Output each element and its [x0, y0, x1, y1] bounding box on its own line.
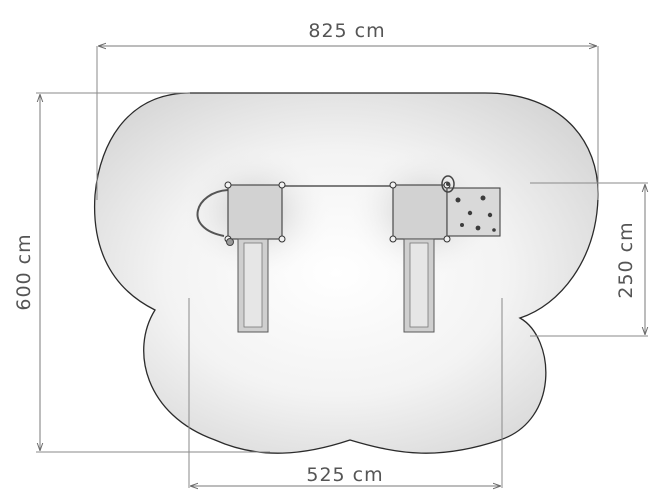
climbing-hold: [480, 195, 486, 201]
left-tower-post: [278, 181, 286, 189]
left-tower-post: [224, 181, 232, 189]
climbing-hold: [455, 197, 461, 203]
safety-zone-outline: [93, 92, 599, 454]
left-tower-handle: [226, 238, 234, 246]
overall-depth-label: 600 cm: [13, 233, 35, 310]
equipment-depth-label: 250 cm: [615, 221, 637, 298]
left-slide-bed: [243, 242, 263, 328]
climbing-hold: [475, 225, 481, 231]
steering-ring: [441, 175, 455, 193]
climbing-hold: [487, 212, 493, 218]
equipment-width-label: 525 cm: [306, 464, 383, 486]
right-tower-post: [389, 181, 397, 189]
right-tower-post: [443, 235, 451, 243]
left-tower-post: [278, 235, 286, 243]
right-tower: [389, 175, 501, 333]
climbing-hold: [492, 228, 496, 232]
steering-ring-hub: [446, 182, 450, 186]
left-tower: [196, 181, 286, 333]
right-tower-post: [389, 235, 397, 243]
left-tower-curved-rail: [196, 189, 229, 237]
climbing-hold: [460, 223, 464, 227]
right-slide-bed: [409, 242, 429, 328]
left-tower-platform: [227, 184, 283, 240]
right-tower-platform: [392, 184, 448, 240]
climbing-hold: [467, 210, 473, 216]
climbing-wall: [446, 187, 501, 237]
overall-width-label: 825 cm: [308, 20, 385, 42]
